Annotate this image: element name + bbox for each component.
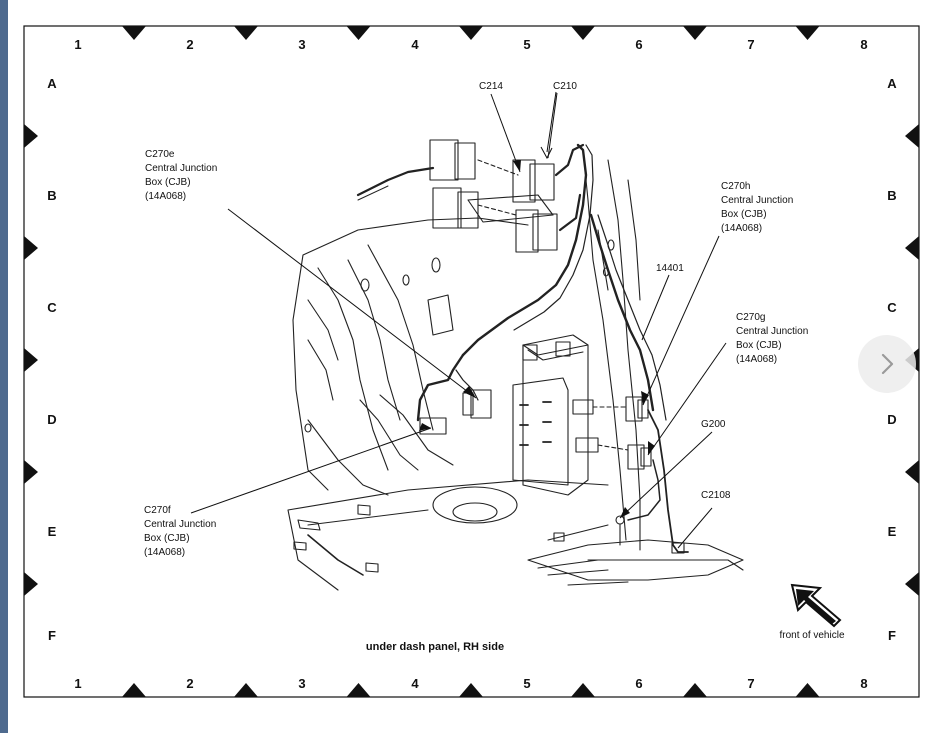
grid-markers <box>24 26 919 697</box>
row-label-right: C <box>887 300 897 315</box>
callout-c270g-line1: C270g <box>736 312 765 323</box>
grid-marker-bottom <box>234 683 258 697</box>
row-label-left: C <box>47 300 57 315</box>
column-label-bottom: 1 <box>74 676 81 691</box>
column-label-bottom: 3 <box>298 676 305 691</box>
grid-marker-right <box>905 460 919 484</box>
row-label-left: F <box>48 628 56 643</box>
grid-marker-top <box>122 26 146 40</box>
grid-marker-bottom <box>683 683 707 697</box>
grid-marker-top <box>346 26 371 40</box>
grid-marker-left <box>24 572 38 596</box>
diagram-page: 1 2 3 4 5 6 7 8 1 2 3 4 5 6 7 8 A B C D E F A B C D E F <box>8 0 930 733</box>
callout-g200: G200 <box>701 419 726 430</box>
grid-marker-right <box>905 124 919 148</box>
row-label-left: E <box>48 524 57 539</box>
callout-c270f-line4: (14A068) <box>144 547 185 558</box>
column-label-top: 6 <box>635 37 642 52</box>
column-label-bottom: 7 <box>747 676 754 691</box>
next-page-button[interactable] <box>858 335 916 393</box>
callout-c270h-line2: Central Junction <box>721 195 793 206</box>
row-label-right: A <box>887 76 897 91</box>
grid-marker-top <box>795 26 820 40</box>
grid-marker-bottom <box>795 683 820 697</box>
column-label-bottom: 8 <box>860 676 867 691</box>
row-labels-right: A B C D E F <box>887 76 897 643</box>
grid-marker-bottom <box>346 683 371 697</box>
callout-14401: 14401 <box>656 263 684 274</box>
grid-marker-bottom <box>122 683 146 697</box>
column-label-bottom: 5 <box>523 676 530 691</box>
callout-c2108: C2108 <box>701 490 731 501</box>
under-dash-illustration <box>287 139 744 591</box>
callout-c270g-line3: Box (CJB) <box>736 340 782 351</box>
column-label-top: 7 <box>747 37 754 52</box>
callout-c270e-line3: Box (CJB) <box>145 177 191 188</box>
grid-marker-bottom <box>571 683 595 697</box>
callout-c270f-line2: Central Junction <box>144 519 216 530</box>
front-arrow-icon <box>790 583 842 628</box>
callout-c270e-line2: Central Junction <box>145 163 217 174</box>
column-label-top: 4 <box>411 37 419 52</box>
diagram-caption: under dash panel, RH side <box>366 641 504 653</box>
row-label-right: B <box>887 188 896 203</box>
row-label-right: F <box>888 628 896 643</box>
row-label-left: D <box>47 412 56 427</box>
callout-c210: C210 <box>553 81 577 92</box>
grid-marker-left <box>24 348 38 372</box>
row-label-right: E <box>888 524 897 539</box>
row-label-right: D <box>887 412 896 427</box>
wiring-diagram: 1 2 3 4 5 6 7 8 1 2 3 4 5 6 7 8 A B C D E F A B C D E F <box>23 25 920 698</box>
callout-arrowheads <box>419 160 655 518</box>
diagram-frame <box>23 25 920 698</box>
column-label-top: 2 <box>186 37 193 52</box>
callout-c270f-line3: Box (CJB) <box>144 533 190 544</box>
column-label-top: 8 <box>860 37 867 52</box>
column-label-bottom: 6 <box>635 676 642 691</box>
grid-marker-top <box>459 26 483 40</box>
column-labels-bottom: 1 2 3 4 5 6 7 8 <box>74 676 867 691</box>
grid-marker-left <box>24 460 38 484</box>
grid-marker-bottom <box>459 683 483 697</box>
row-label-left: B <box>47 188 56 203</box>
grid-marker-left <box>24 124 38 148</box>
orientation-label: front of vehicle <box>779 630 844 641</box>
grid-marker-top <box>683 26 707 40</box>
callout-c270h-line4: (14A068) <box>721 223 762 234</box>
callout-c214: C214 <box>479 81 503 92</box>
column-label-top: 1 <box>74 37 81 52</box>
column-label-bottom: 4 <box>411 676 419 691</box>
callout-c270e-line4: (14A068) <box>145 191 186 202</box>
callout-c270g-line2: Central Junction <box>736 326 808 337</box>
column-label-bottom: 2 <box>186 676 193 691</box>
column-labels-top: 1 2 3 4 5 6 7 8 <box>74 37 867 52</box>
callout-c270g-line4: (14A068) <box>736 354 777 365</box>
grid-marker-left <box>24 236 38 260</box>
grid-marker-right <box>905 236 919 260</box>
callout-c270f-line1: C270f <box>144 505 171 516</box>
grid-marker-top <box>571 26 595 40</box>
callout-c270h-line1: C270h <box>721 181 750 192</box>
callout-c270e-line1: C270e <box>145 149 175 160</box>
callout-c270h-line3: Box (CJB) <box>721 209 767 220</box>
column-label-top: 3 <box>298 37 305 52</box>
grid-marker-top <box>234 26 258 40</box>
row-labels-left: A B C D E F <box>47 76 57 643</box>
chevron-right-icon <box>881 353 894 375</box>
callout-leaders <box>190 91 727 549</box>
row-label-left: A <box>47 76 57 91</box>
grid-marker-right <box>905 572 919 596</box>
column-label-top: 5 <box>523 37 530 52</box>
